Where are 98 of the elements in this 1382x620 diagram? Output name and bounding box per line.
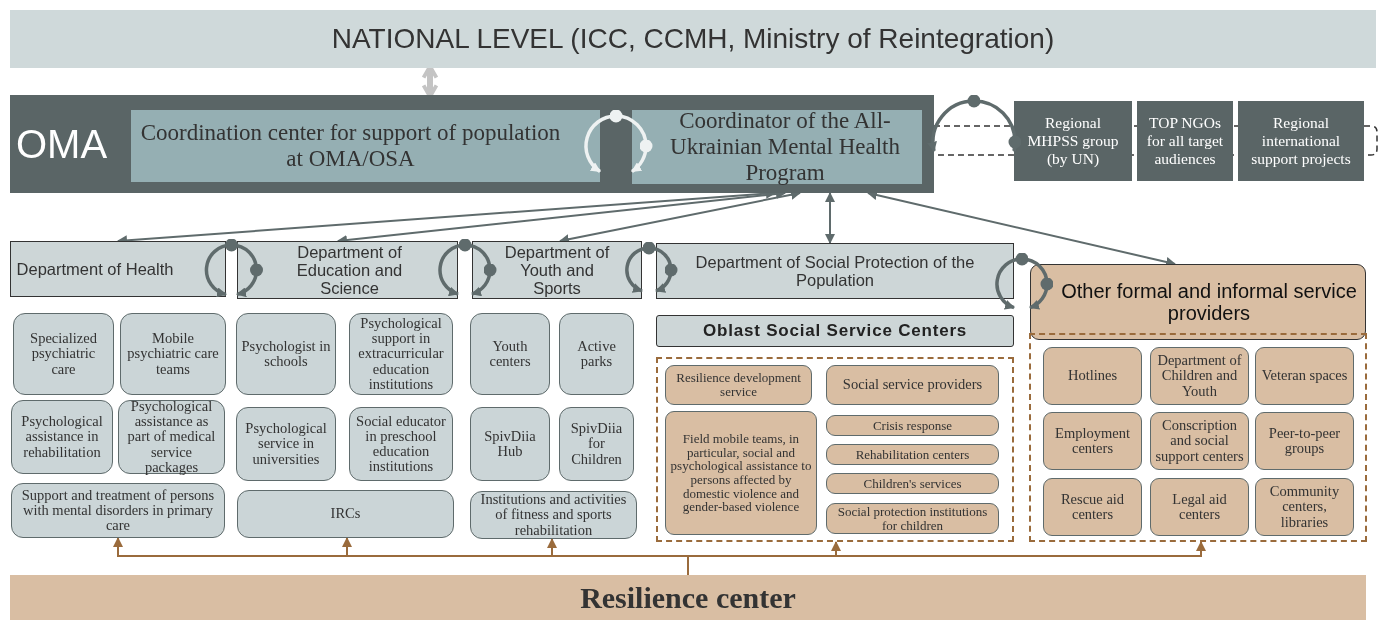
box-label: Youth centers bbox=[488, 338, 532, 370]
service-box bbox=[826, 503, 999, 534]
box-label: Crisis response bbox=[872, 418, 953, 433]
box-label: SpivDiia for Children bbox=[569, 421, 624, 467]
box-label: Institutions and activities of fitness and sports rehabilitation bbox=[479, 492, 628, 538]
oma-panel bbox=[10, 95, 934, 193]
box-label: Regional MHPSS group (by UN) bbox=[1026, 114, 1120, 168]
service-box bbox=[1150, 412, 1249, 470]
box-label: Veteran spaces bbox=[1261, 368, 1348, 384]
partner-box bbox=[1137, 101, 1233, 181]
box-label: Department of Education and Science bbox=[295, 242, 404, 298]
box-label: Psychologist in schools bbox=[241, 338, 331, 370]
coordination-box bbox=[632, 110, 922, 184]
dashed-group-box bbox=[656, 357, 1014, 542]
box-label: Support and treatment of persons with mental disorders in primary care bbox=[20, 487, 216, 534]
box-label: Employment centers bbox=[1054, 425, 1131, 457]
box-label: Psychological service in universities bbox=[244, 421, 328, 467]
cycle-arrow bbox=[929, 95, 1021, 152]
box-label: Department of Social Protection of the Population bbox=[694, 252, 976, 290]
service-box bbox=[470, 407, 550, 481]
header-bar bbox=[656, 315, 1014, 347]
box-label: SpivDiia Hub bbox=[483, 428, 537, 460]
service-box bbox=[11, 400, 113, 474]
box-label: Regional international support projects bbox=[1250, 114, 1352, 168]
box-label: Hotlines bbox=[1067, 368, 1118, 384]
box-label: Other formal and informal service providers bbox=[1061, 280, 1357, 324]
service-box bbox=[470, 313, 550, 395]
cycle-arrow bbox=[438, 239, 497, 296]
service-box bbox=[1255, 347, 1354, 405]
service-box bbox=[826, 444, 999, 465]
box-label: Psychological assistance as part of medical service packages bbox=[126, 398, 217, 476]
box-label: Resilience development service bbox=[675, 371, 802, 399]
box-label: Coordination center for support of population at OMA/OSA bbox=[139, 120, 562, 172]
service-box bbox=[11, 483, 225, 538]
department-box bbox=[10, 241, 226, 297]
service-box bbox=[1255, 412, 1354, 470]
box-label: Social service providers bbox=[842, 377, 983, 393]
service-box bbox=[1043, 412, 1142, 470]
box-label: Community centers, libraries bbox=[1268, 484, 1341, 530]
service-box bbox=[1150, 478, 1249, 536]
cycle-arrow bbox=[584, 110, 653, 173]
box-label: Social educator in preschool education institutions bbox=[355, 413, 447, 475]
box-label: Department of Youth and Sports bbox=[503, 242, 611, 298]
service-box bbox=[826, 415, 999, 436]
service-box bbox=[1043, 478, 1142, 536]
service-box bbox=[559, 407, 634, 481]
box-label: IRCs bbox=[330, 506, 361, 522]
department-box bbox=[472, 241, 642, 299]
box-label: Active parks bbox=[576, 338, 617, 370]
box-label: Peer-to-peer groups bbox=[1267, 425, 1342, 457]
cycle-arrow bbox=[625, 242, 678, 293]
service-box bbox=[236, 313, 336, 395]
box-label: Field mobile teams, in particular, social and psychological assistance to persons affected by domestic violence and gender-based violence bbox=[670, 432, 812, 514]
service-box bbox=[237, 490, 454, 538]
box-label: Psychological assistance in rehabilitation bbox=[20, 414, 104, 460]
service-box bbox=[118, 400, 225, 474]
service-box bbox=[1150, 347, 1249, 405]
provider-box bbox=[1030, 264, 1366, 340]
base-band bbox=[10, 575, 1366, 620]
department-box bbox=[237, 241, 458, 299]
service-box bbox=[349, 407, 453, 481]
service-box bbox=[1043, 347, 1142, 405]
box-label: Coordinator of the All-Ukrainian Mental Health Program bbox=[669, 108, 901, 186]
box-label: Psychological support in extracurricular education institutions bbox=[357, 315, 445, 393]
cycle-arrow bbox=[995, 253, 1053, 310]
box-label: NATIONAL LEVEL (ICC, CCMH, Ministry of Reintegration) bbox=[331, 23, 1055, 55]
box-label: Resilience center bbox=[580, 580, 796, 615]
box-label: Specialized psychiatric care bbox=[29, 331, 98, 377]
service-box bbox=[665, 365, 812, 405]
service-box bbox=[120, 313, 226, 395]
service-box bbox=[13, 313, 114, 395]
box-label: Oblast Social Service Centers bbox=[702, 321, 968, 341]
cycle-arrow bbox=[204, 239, 263, 297]
box-label: Children's services bbox=[863, 476, 962, 491]
service-box bbox=[236, 407, 336, 481]
service-box bbox=[826, 365, 999, 405]
box-label: Rehabilitation centers bbox=[855, 447, 970, 462]
department-box bbox=[656, 243, 1014, 299]
service-box bbox=[665, 411, 817, 535]
box-label: Mobile psychiatric care teams bbox=[126, 331, 220, 377]
box-label: Department of Children and Youth bbox=[1156, 353, 1243, 399]
dashed-group-box bbox=[1029, 333, 1367, 542]
box-label: Social protection institutions for children bbox=[836, 504, 989, 533]
level-band bbox=[10, 10, 1376, 68]
box-label: Rescue aid centers bbox=[1059, 491, 1126, 523]
service-box bbox=[1255, 478, 1354, 536]
box-label: Conscription and social support centers bbox=[1155, 418, 1244, 464]
connector-arrow bbox=[825, 192, 835, 244]
partner-box bbox=[1238, 101, 1364, 181]
service-box bbox=[559, 313, 634, 395]
coordination-box bbox=[131, 110, 600, 182]
service-box bbox=[826, 473, 999, 494]
box-label: OMA bbox=[16, 121, 108, 167]
partner-box bbox=[1014, 101, 1132, 181]
box-label: Department of Health bbox=[16, 259, 174, 279]
service-box bbox=[349, 313, 453, 395]
box-label: TOP NGOs for all target audiences bbox=[1145, 114, 1225, 168]
box-label: Legal aid centers bbox=[1171, 491, 1228, 523]
